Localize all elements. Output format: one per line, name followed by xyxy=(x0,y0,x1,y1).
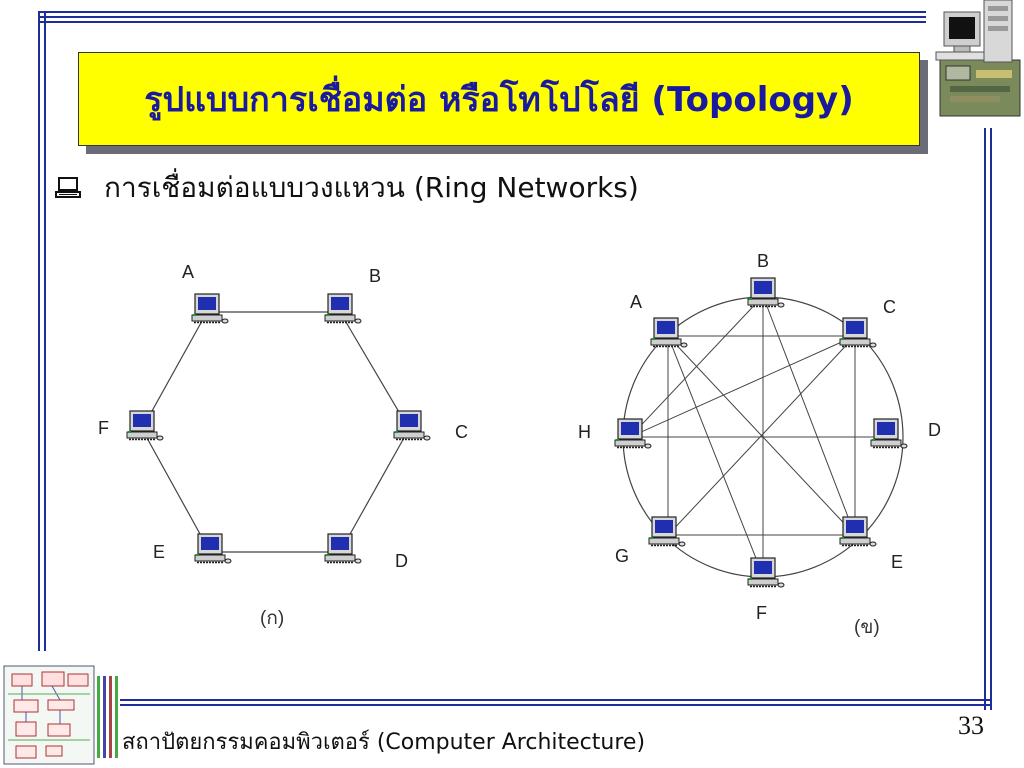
edge-a-cd xyxy=(339,428,410,553)
frame-bottom-line-1 xyxy=(120,699,992,701)
node-label-h: H xyxy=(578,422,591,442)
footer-course-title: สถาปัตยกรรมคอมพิวเตอร์ (Computer Archite… xyxy=(122,730,646,755)
computer-icon xyxy=(839,317,877,348)
computer-icon xyxy=(839,516,877,547)
ring-network-diagrams: A B C D E F (ก) A B C D E F G xyxy=(98,251,941,638)
edge-b-cg xyxy=(667,335,856,536)
computer-icon xyxy=(614,418,652,449)
node-label-d: D xyxy=(928,420,941,440)
computer-icon xyxy=(194,533,232,564)
computer-icon xyxy=(650,317,688,348)
frame-right-line-2 xyxy=(990,128,992,710)
node-label-e: E xyxy=(891,552,903,572)
computer-icon xyxy=(393,410,431,441)
node-label-e: E xyxy=(153,542,165,562)
edge-a-ef xyxy=(141,428,211,553)
node-label-g: G xyxy=(615,546,629,566)
caption-a: (ก) xyxy=(260,608,284,629)
page-title: รูปแบบการเชื่อมต่อ หรือโทโปโลยี (Topolog… xyxy=(144,80,854,120)
edge-a-bc xyxy=(339,311,410,430)
diagram-a: A B C D E F (ก) xyxy=(98,262,468,629)
computer-icon xyxy=(870,418,908,449)
title-box: รูปแบบการเชื่อมต่อ หรือโทโปโลยี (Topolog… xyxy=(78,52,920,146)
edge-b-bh xyxy=(629,295,764,438)
node-label-f: F xyxy=(98,418,109,438)
frame-left-line-1 xyxy=(38,11,40,651)
computer-icon xyxy=(747,277,785,308)
node-label-f: F xyxy=(756,603,767,623)
caption-b: (ข) xyxy=(854,617,880,638)
laptop-icon xyxy=(55,177,81,198)
frame-left-line-2 xyxy=(44,11,46,651)
edge-a-fa xyxy=(141,311,208,430)
edge-b-be xyxy=(762,295,856,536)
frame-top-line-3 xyxy=(38,21,926,23)
frame-right-line-1 xyxy=(984,128,986,710)
circuit-thumbnail-icon xyxy=(3,665,118,765)
diagram-b: A B C D E F G H (ข) xyxy=(578,251,941,638)
computer-icon xyxy=(324,533,362,564)
frame-top-line-2 xyxy=(38,16,926,18)
node-label-c: C xyxy=(455,422,468,442)
computer-icon xyxy=(747,557,785,588)
node-label-a: A xyxy=(182,262,194,282)
node-label-a: A xyxy=(630,292,642,312)
page-number: 33 xyxy=(958,711,984,740)
edge-b-hc xyxy=(629,335,856,438)
computer-icon xyxy=(126,410,164,441)
computer-icon xyxy=(324,293,362,324)
frame-bottom-line-2 xyxy=(120,704,992,706)
edge-b-af xyxy=(667,335,764,577)
node-label-d: D xyxy=(395,551,408,571)
node-label-c: C xyxy=(883,297,896,317)
computer-icon xyxy=(191,293,229,324)
bullet-ring-networks: การเชื่อมต่อแบบวงแหวน (Ring Networks) xyxy=(104,171,639,204)
computer-icon xyxy=(648,516,686,547)
frame-top-line-1 xyxy=(38,11,926,13)
computer-clipart-icon xyxy=(935,0,1021,117)
node-label-b: B xyxy=(369,266,381,286)
node-label-b: B xyxy=(757,251,769,271)
